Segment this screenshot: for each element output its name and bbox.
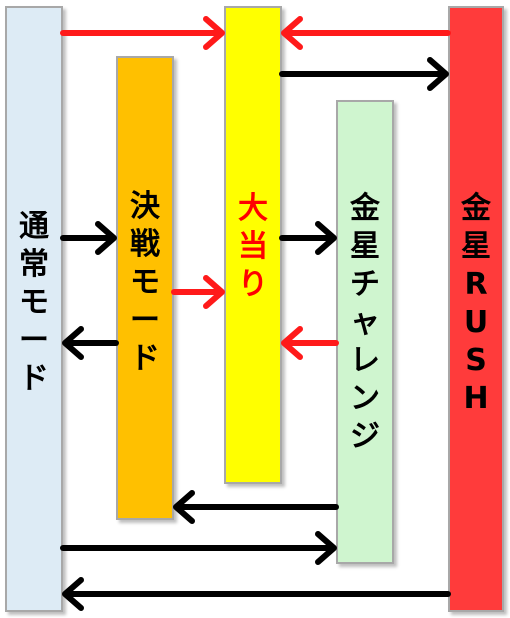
node-normal-mode: 通常モード bbox=[5, 6, 63, 612]
arrow-head bbox=[173, 490, 195, 524]
arrow-rush-to-jackpot bbox=[281, 16, 451, 50]
arrow-jackpot-to-challenge bbox=[279, 221, 337, 255]
node-battle-mode-label: 決戦モード bbox=[130, 189, 160, 376]
arrow-normal-to-challenge bbox=[60, 531, 337, 565]
arrow-head bbox=[281, 16, 303, 50]
arrow-head bbox=[315, 221, 337, 255]
arrow-head bbox=[203, 16, 225, 50]
node-normal-mode-label: 通常モード bbox=[19, 209, 49, 396]
node-kinsei-challenge: 金星チャレンジ bbox=[336, 100, 394, 564]
arrow-head bbox=[62, 577, 84, 611]
arrow-head bbox=[203, 275, 225, 309]
arrow-battle-to-normal bbox=[62, 326, 119, 360]
arrow-head bbox=[315, 531, 337, 565]
arrow-head bbox=[62, 326, 84, 360]
arrow-jackpot-to-rush bbox=[279, 57, 449, 91]
arrow-normal-to-jackpot bbox=[60, 16, 225, 50]
node-kinsei-challenge-label: 金星チャレンジ bbox=[350, 191, 380, 454]
node-battle-mode: 決戦モード bbox=[116, 56, 174, 520]
node-jackpot-label: 大当り bbox=[238, 191, 268, 302]
arrow-battle-to-jackpot bbox=[171, 275, 225, 309]
arrow-challenge-to-jackpot bbox=[281, 326, 339, 360]
arrow-rush-to-normal bbox=[62, 577, 451, 611]
arrow-normal-to-battle bbox=[60, 221, 117, 255]
arrow-head bbox=[95, 221, 117, 255]
node-jackpot: 大当り bbox=[224, 6, 282, 484]
arrow-head bbox=[427, 57, 449, 91]
arrow-challenge-to-battle bbox=[173, 490, 339, 524]
arrow-head bbox=[281, 326, 303, 360]
